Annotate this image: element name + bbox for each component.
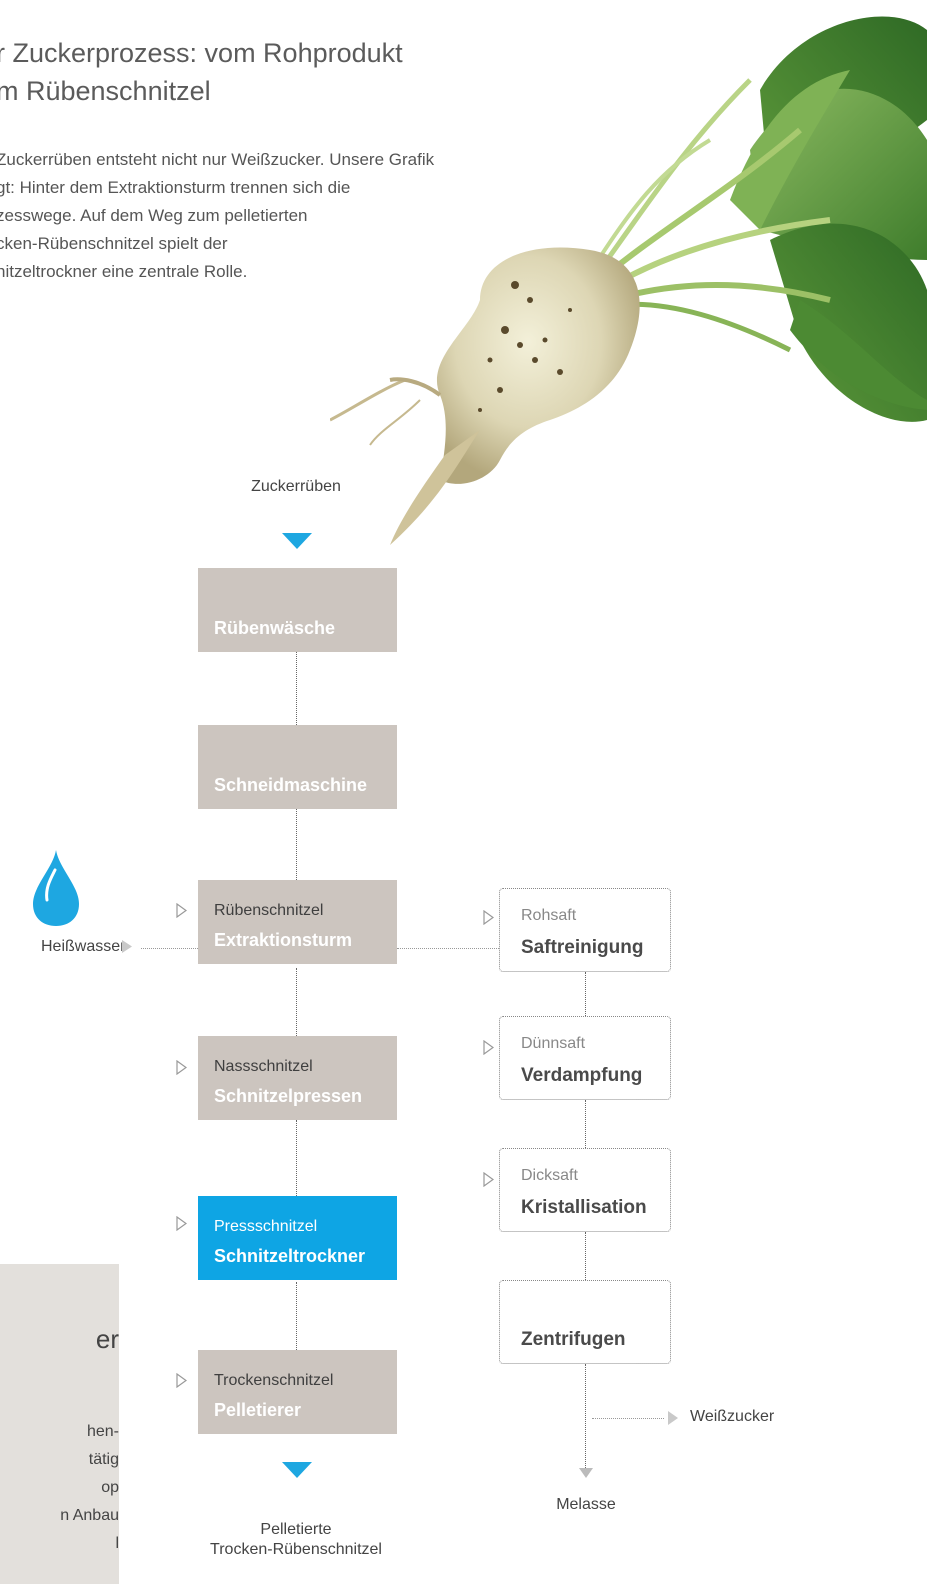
connector: [296, 652, 297, 725]
molasses-label: Melasse: [536, 1496, 636, 1514]
input-label: Zuckerrüben: [196, 478, 396, 496]
step-schnitzeltrockner: Pressschnitzel Schnitzeltrockner: [198, 1196, 397, 1280]
connector: [592, 1418, 664, 1419]
triangle-outline-icon: [483, 1172, 494, 1187]
connector: [585, 1364, 586, 1468]
step-pelletierer: Trockenschnitzel Pelletierer: [198, 1350, 397, 1434]
info-line: hen-: [0, 1418, 119, 1446]
connector: [296, 1282, 297, 1350]
triangle-outline-icon: [176, 1373, 187, 1388]
connector: [296, 1120, 297, 1196]
side-step-name: Zentrifugen: [521, 1329, 626, 1351]
side-step-name: Saftreinigung: [521, 937, 643, 959]
step-input: Nassschnitzel: [214, 1058, 313, 1076]
water-drop-icon: [31, 848, 81, 928]
sugar-beet-illustration: [330, 0, 927, 560]
side-step-name: Verdampfung: [521, 1065, 642, 1087]
side-step-saftreinigung: Rohsaft Saftreinigung: [499, 888, 671, 972]
triangle-down-icon: [579, 1468, 593, 1478]
info-line: tätig: [0, 1446, 119, 1474]
connector: [585, 1100, 586, 1148]
output-label: Pelletierte Trocken-Rübenschnitzel: [180, 1520, 412, 1560]
triangle-outline-icon: [176, 1216, 187, 1231]
info-heading: er: [0, 1324, 119, 1355]
side-step-input: Dicksaft: [521, 1167, 578, 1185]
step-name: Schneidmaschine: [214, 775, 367, 796]
output-label-line: Pelletierte: [180, 1520, 412, 1540]
step-name: Schnitzelpressen: [214, 1086, 362, 1107]
side-step-zentrifugen: Zentrifugen: [499, 1280, 671, 1364]
arrow-down-icon: [282, 533, 312, 549]
sugar-output-label: Weißzucker: [690, 1408, 774, 1426]
triangle-outline-icon: [176, 1060, 187, 1075]
connector: [296, 809, 297, 880]
side-step-input: Dünnsaft: [521, 1035, 585, 1053]
triangle-filled-icon: [668, 1411, 678, 1425]
arrow-down-icon: [282, 1462, 312, 1478]
connector: [296, 968, 297, 1036]
output-label-line: Trocken-Rübenschnitzel: [180, 1540, 412, 1560]
step-schnitzelpressen: Nassschnitzel Schnitzelpressen: [198, 1036, 397, 1120]
step-input: Trockenschnitzel: [214, 1372, 333, 1390]
triangle-outline-icon: [176, 903, 187, 918]
connector: [585, 972, 586, 1016]
info-line: n Anbau: [0, 1502, 119, 1530]
connector: [585, 1232, 586, 1280]
info-line: l: [0, 1530, 119, 1558]
side-step-name: Kristallisation: [521, 1197, 647, 1219]
triangle-outline-icon: [483, 910, 494, 925]
step-name: Rübenwäsche: [214, 618, 335, 639]
step-schneidmaschine: Schneidmaschine: [198, 725, 397, 809]
connector: [141, 948, 198, 949]
step-name: Pelletierer: [214, 1400, 301, 1421]
side-step-kristallisation: Dicksaft Kristallisation: [499, 1148, 671, 1232]
step-extraktionsturm: Rübenschnitzel Extraktionsturm: [198, 880, 397, 964]
info-line: op: [0, 1474, 119, 1502]
step-input: Rübenschnitzel: [214, 902, 323, 920]
info-panel: er hen- tätig op n Anbau l: [0, 1264, 119, 1584]
step-name: Schnitzeltrockner: [214, 1246, 365, 1267]
side-step-verdampfung: Dünnsaft Verdampfung: [499, 1016, 671, 1100]
step-name: Extraktionsturm: [214, 930, 352, 951]
water-label: Heißwasser: [41, 938, 125, 956]
triangle-filled-icon: [122, 940, 132, 953]
side-step-input: Rohsaft: [521, 907, 576, 925]
triangle-outline-icon: [483, 1040, 494, 1055]
step-ruebenwaesche: Rübenwäsche: [198, 568, 397, 652]
step-input: Pressschnitzel: [214, 1218, 317, 1236]
connector: [397, 948, 499, 949]
